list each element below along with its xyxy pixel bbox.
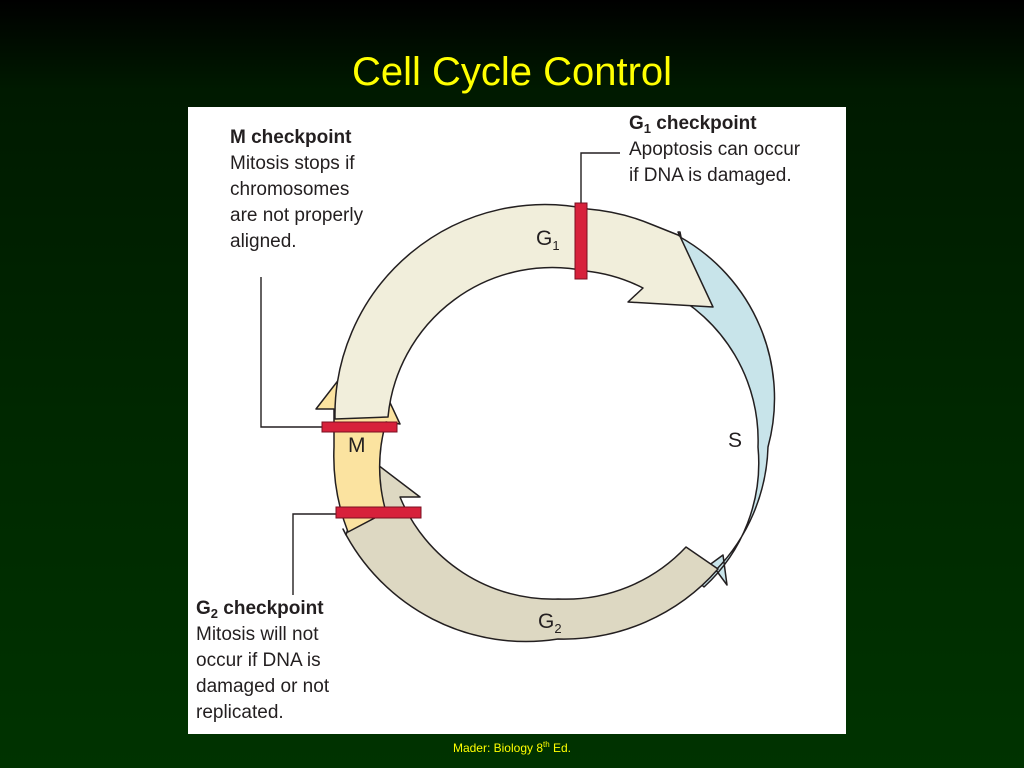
phase-label-s: S bbox=[728, 429, 743, 452]
g2-checkpoint-leader bbox=[292, 513, 338, 595]
phase-label-m: M bbox=[348, 434, 366, 457]
phase-label-g1: G1 bbox=[536, 227, 560, 253]
g1-checkpoint-caption: G1 checkpoint Apoptosis can occur if DNA… bbox=[629, 111, 844, 189]
m-checkpoint-bar bbox=[321, 421, 398, 433]
m-checkpoint-text: Mitosis stops if chromosomes are not pro… bbox=[230, 153, 364, 252]
g2-phase-arrow bbox=[342, 458, 719, 643]
phase-label-g2: G2 bbox=[538, 610, 562, 636]
cell-cycle-graphic bbox=[260, 152, 776, 643]
g1-checkpoint-leader bbox=[580, 152, 620, 203]
g2-checkpoint-bar bbox=[335, 506, 422, 519]
s-phase-arrow bbox=[664, 236, 776, 588]
slide-title: Cell Cycle Control bbox=[351, 50, 673, 94]
g2-checkpoint-caption: G2 checkpoint Mitosis will not occur if … bbox=[196, 596, 416, 726]
g2-checkpoint-heading: G2 checkpoint bbox=[196, 598, 324, 621]
g1-checkpoint-bar bbox=[574, 202, 588, 280]
source-credit: Mader: Biology 8th Ed. bbox=[452, 740, 572, 755]
g2-checkpoint-text: Mitosis will not occur if DNA is damaged… bbox=[196, 624, 330, 723]
g1-checkpoint-heading: G1 checkpoint bbox=[629, 113, 757, 136]
m-checkpoint-heading: M checkpoint bbox=[230, 127, 352, 148]
m-checkpoint-caption: M checkpoint Mitosis stops if chromosome… bbox=[230, 125, 440, 255]
cell-cycle-diagram: G1 S G2 M M checkpoint Mitosis stops if … bbox=[188, 107, 846, 734]
g1-checkpoint-text: Apoptosis can occur if DNA is damaged. bbox=[629, 139, 801, 186]
g1-phase-arrow bbox=[334, 203, 714, 420]
m-checkpoint-leader bbox=[260, 277, 324, 428]
